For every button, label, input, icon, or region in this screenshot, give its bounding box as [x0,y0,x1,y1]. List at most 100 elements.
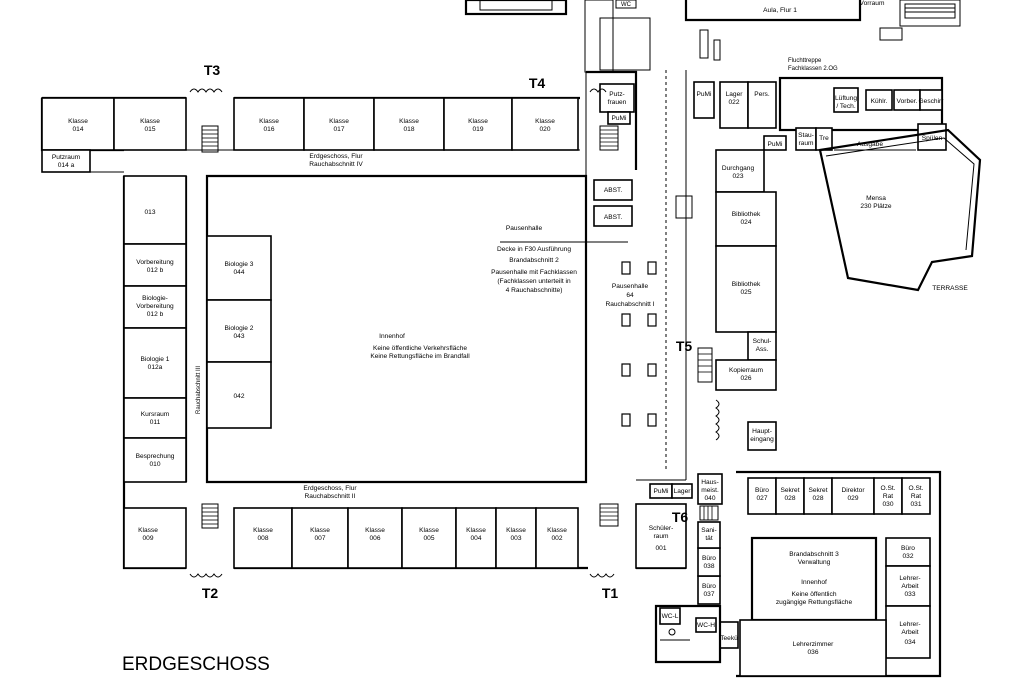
fluchttreppe-label-1: Fluchttreppe [788,58,822,64]
room-schul-ass: Schul-Ass. [747,331,777,361]
svg-text:Pausenhalle: Pausenhalle [506,225,543,232]
room-haupteingang: Haupt-eingang [747,421,777,451]
svg-text:Arbeit: Arbeit [901,629,918,636]
pausenhalle-note: Pausenhalle Decke in F30 Ausführung Bran… [491,225,577,294]
svg-text:Keine öffentlich: Keine öffentlich [792,591,837,598]
svg-text:Tre: Tre [819,135,829,142]
room-lueftung: Lüftung/ Tech. [833,87,859,113]
svg-text:Spülen: Spülen [922,135,943,142]
svg-text:004: 004 [470,535,481,542]
innenhof-label: Innenhof Keine öffentliche Verkehrsfläch… [370,333,470,360]
svg-text:raum: raum [798,140,814,147]
svg-text:012a: 012a [148,364,163,371]
svg-text:4 Rauchabschnitte): 4 Rauchabschnitte) [506,287,563,294]
stair-t5 [697,347,713,383]
svg-text:Schul-: Schul- [753,338,772,345]
svg-text:016: 016 [263,126,274,133]
stairwell-t4-label: T4 [529,75,546,91]
stairwell-t5-label: T5 [676,338,693,354]
svg-text:Sani-: Sani- [701,527,716,534]
svg-text:Haus-: Haus- [701,479,719,486]
svg-text:230 Plätze: 230 Plätze [860,203,891,210]
svg-text:Vorbereitung: Vorbereitung [136,303,174,310]
svg-text:Büro: Büro [702,555,716,562]
svg-text:meist.: meist. [701,487,719,494]
svg-text:Rauchabschnitt IV: Rauchabschnitt IV [309,161,363,168]
svg-text:Teekü: Teekü [720,635,738,642]
svg-text:Bibliothek: Bibliothek [732,281,761,288]
svg-text:012 b: 012 b [147,267,164,274]
room-abst-1: ABST. [593,179,633,201]
svg-text:006: 006 [369,535,380,542]
svg-text:Klasse: Klasse [399,118,419,125]
corridor-doors [189,88,720,578]
room-abst-2: ABST. [593,205,633,227]
room-wc-h: WC-H [695,617,717,633]
room-pumi-4: PuMi [649,483,673,499]
stair-t1 [599,503,619,527]
svg-text:frauen: frauen [608,99,627,106]
stairwell-t1-label: T1 [602,585,619,601]
svg-text:Sekret: Sekret [780,487,799,494]
svg-text:037: 037 [703,591,714,598]
svg-text:Klasse: Klasse [140,118,160,125]
svg-text:Büro: Büro [901,545,915,552]
room-wc-l: WC-L [659,607,681,625]
svg-text:Lager: Lager [674,488,692,495]
svg-text:Innenhof: Innenhof [379,333,405,340]
svg-text:Innenhof: Innenhof [801,579,827,586]
svg-text:ABST.: ABST. [604,187,622,194]
svg-text:Brandabschnitt 3: Brandabschnitt 3 [789,551,839,558]
svg-text:Stau-: Stau- [798,132,814,139]
svg-text:Klasse: Klasse [329,118,349,125]
svg-text:Sekret: Sekret [808,487,827,494]
stair-t6 [699,505,719,521]
svg-text:eingang: eingang [750,436,774,443]
svg-text:Vorber.: Vorber. [897,98,918,105]
floor-title: ERDGESCHOSS [122,654,270,675]
room-vorber: Vorber. [893,89,921,111]
svg-text:025: 025 [740,289,751,296]
svg-text:024: 024 [740,219,751,226]
svg-text:Pausenhalle mit Fachklassen: Pausenhalle mit Fachklassen [491,269,577,276]
svg-text:Kühlr.: Kühlr. [871,98,888,105]
svg-text:009: 009 [142,535,153,542]
svg-text:Rauchabschnitt II: Rauchabschnitt II [305,493,356,500]
svg-text:Erdgeschoss, Flur: Erdgeschoss, Flur [303,485,357,492]
room-spuelen: Spülen [917,123,947,151]
vorraum-label: Vorraum [860,0,885,7]
ausgabe-label: Ausgabe [857,141,883,148]
svg-text:WC-L: WC-L [662,613,679,620]
svg-text:Klasse: Klasse [259,118,279,125]
svg-text:Arbeit: Arbeit [901,583,918,590]
svg-text:Erdgeschoss, Flur: Erdgeschoss, Flur [309,153,363,160]
svg-text:003: 003 [510,535,521,542]
svg-text:012 b: 012 b [147,311,164,318]
svg-text:zugängige Rettungsfläche: zugängige Rettungsfläche [776,599,853,606]
svg-text:PuMi: PuMi [767,141,783,148]
svg-text:Keine Rettungsfläche im Brandf: Keine Rettungsfläche im Brandfall [370,353,470,360]
svg-text:Klasse: Klasse [138,527,158,534]
